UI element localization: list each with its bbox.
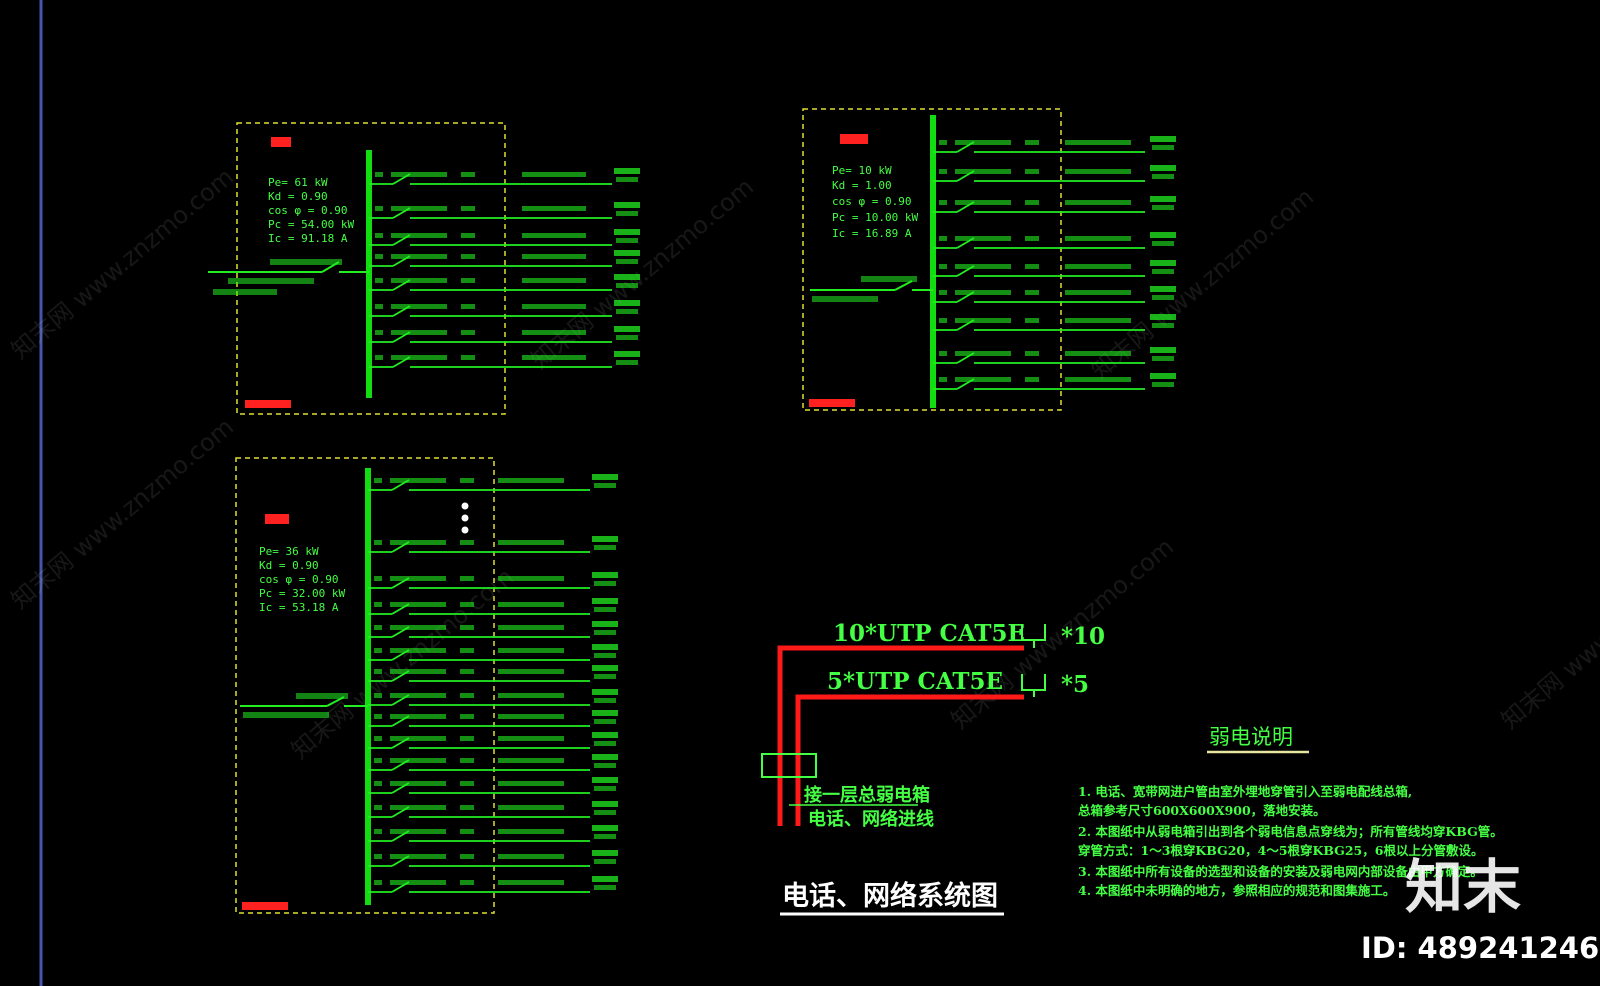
panel-params: Pe= 10 kW Kd = 1.00 cos φ = 0.90 Pc = 10…: [832, 164, 918, 240]
note-line: 穿管方式：1～3根穿KBG20，4～5根穿KBG25，6根以上分管敷设。: [1078, 843, 1483, 858]
param-kd: Kd = 0.90: [259, 559, 319, 572]
distribution-panel-bottom-left: Pe= 36 kW Kd = 0.90 cos φ = 0.90 Pc = 32…: [235, 457, 618, 914]
outgoing-circuit: [368, 850, 618, 867]
panel-boundary: [236, 122, 506, 415]
param-ic: Ic = 16.89 A: [832, 227, 912, 240]
outgoing-circuit: [368, 710, 618, 727]
cable1-count: *10: [1061, 623, 1105, 650]
network-system-diagram: 10*UTP CAT5E *10 5*UTP CAT5E *5 接一层总弱电箱 …: [761, 620, 1105, 916]
incoming-note-1: 接一层总弱电箱: [804, 784, 930, 806]
panel-title-tag: [265, 514, 289, 524]
outgoing-circuit: [368, 572, 618, 589]
weak-current-box: [761, 753, 817, 778]
panel-params: Pe= 61 kW Kd = 0.90 cos φ = 0.90 Pc = 54…: [268, 176, 354, 245]
param-pe: Pe= 61 kW: [268, 176, 328, 189]
panel-params: Pe= 36 kW Kd = 0.90 cos φ = 0.90 Pc = 32…: [259, 545, 345, 614]
outgoing-circuits: [368, 474, 618, 893]
panel-boundary: [802, 108, 1062, 411]
outgoing-circuit: [933, 373, 1176, 390]
outgoing-circuit: [369, 351, 640, 368]
param-pc: Pc = 32.00 kW: [259, 587, 345, 600]
note-line: 总箱参考尺寸600X600X900，落地安装。: [1078, 803, 1326, 818]
note-line: 1. 电话、宽带网进户管由室外埋地穿管引入至弱电配线总箱,: [1078, 784, 1412, 799]
outgoing-circuit: [369, 168, 640, 185]
incoming-feeder: [810, 276, 933, 302]
note-line: 2. 本图纸中从弱电箱引出到各个弱电信息点穿线为；所有管线均穿KBG管。: [1078, 824, 1503, 839]
cable-5-utp: [795, 694, 1024, 826]
outgoing-circuit: [368, 732, 618, 749]
cable2-count: *5: [1061, 671, 1089, 698]
param-pc: Pc = 54.00 kW: [268, 218, 354, 231]
note-line: 4. 本图纸中未明确的地方，参照相应的规范和图集施工。: [1078, 883, 1395, 898]
param-pe: Pe= 10 kW: [832, 164, 892, 177]
outgoing-circuit: [368, 825, 618, 842]
image-id-label: ID: 489241246: [1361, 931, 1599, 965]
outgoing-circuit: [368, 644, 618, 661]
param-cos: cos φ = 0.90: [268, 204, 347, 217]
param-pc: Pc = 10.00 kW: [832, 211, 918, 224]
param-kd: Kd = 0.90: [268, 190, 328, 203]
cable2-label: 5*UTP CAT5E: [827, 668, 1003, 695]
note-line: 3. 本图纸中所有设备的选型和设备的安装及弱电网内部设备由甲方确定。: [1078, 864, 1483, 879]
param-cos: cos φ = 0.90: [259, 573, 338, 586]
outgoing-circuit: [369, 250, 640, 267]
brand-logo-text: 知末: [1405, 853, 1521, 921]
outgoing-circuit: [369, 202, 640, 219]
param-pe: Pe= 36 kW: [259, 545, 319, 558]
incoming-note-2: 电话、网络进线: [808, 808, 934, 830]
watermark-text: 知末网 www.znzmo.com: [1496, 533, 1600, 735]
network-diagram-title: 电话、网络系统图: [782, 880, 998, 912]
outgoing-circuit: [369, 326, 640, 343]
outgoing-circuit: [933, 165, 1176, 182]
panel-title-tag: [271, 137, 291, 147]
incoming-feeder: [240, 693, 368, 718]
outgoing-circuits: [933, 136, 1176, 390]
outgoing-circuit: [369, 300, 640, 317]
panel-boundary: [235, 457, 495, 914]
outgoing-circuit: [933, 314, 1176, 331]
outgoing-circuit: [933, 232, 1176, 249]
outgoing-circuit: [369, 274, 640, 291]
outgoing-circuit: [933, 136, 1176, 153]
outgoing-circuit: [368, 665, 618, 682]
cable-10-utp: [777, 645, 1024, 826]
outgoing-circuit: [933, 286, 1176, 303]
outgoing-circuit: [368, 621, 618, 638]
weak-current-notes: 弱电说明 1. 电话、宽带网进户管由室外埋地穿管引入至弱电配线总箱, 总箱参考尺…: [1078, 725, 1503, 898]
watermark-text: 知末网 www.znzmo.com: [526, 173, 759, 375]
distribution-panel-top-right: Pe= 10 kW Kd = 1.00 cos φ = 0.90 Pc = 10…: [802, 108, 1176, 411]
outgoing-circuit: [368, 536, 618, 553]
outgoing-circuit: [933, 347, 1176, 364]
panel-footer-tag: [245, 400, 291, 408]
outgoing-circuit: [368, 777, 618, 794]
outgoing-circuit: [368, 754, 618, 771]
panel-footer-tag: [809, 399, 855, 407]
outgoing-circuit: [368, 801, 618, 818]
outgoing-circuit: [369, 229, 640, 246]
param-ic: Ic = 53.18 A: [259, 601, 339, 614]
param-ic: Ic = 91.18 A: [268, 232, 348, 245]
outgoing-circuit: [368, 474, 618, 491]
cable1-label: 10*UTP CAT5E: [833, 620, 1025, 647]
outgoing-circuit: [933, 260, 1176, 277]
outgoing-circuit: [368, 876, 618, 893]
distribution-panel-top-left: Pe= 61 kW Kd = 0.90 cos φ = 0.90 Pc = 54…: [208, 122, 640, 415]
param-cos: cos φ = 0.90: [832, 195, 911, 208]
outgoing-circuit: [933, 196, 1176, 213]
notes-title: 弱电说明: [1209, 725, 1293, 749]
outgoing-circuits: [369, 168, 640, 368]
incoming-feeder: [208, 259, 369, 295]
omission-dots: [461, 502, 469, 534]
panel-footer-tag: [242, 902, 288, 910]
panel-title-tag: [840, 134, 868, 144]
outgoing-circuit: [368, 598, 618, 615]
param-kd: Kd = 1.00: [832, 179, 892, 192]
outgoing-circuit: [368, 689, 618, 706]
